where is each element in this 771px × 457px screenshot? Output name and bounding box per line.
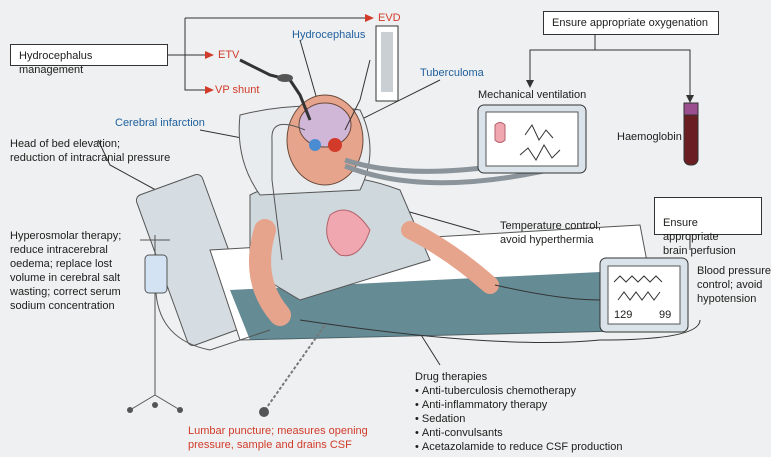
drug-item: Acetazolamide to reduce CSF production	[415, 440, 623, 454]
head-of-bed-label: Head of bed elevation; reduction of intr…	[10, 138, 171, 164]
tuberculoma-label: Tuberculoma	[420, 67, 484, 79]
drug-therapies-block: Drug therapies Anti-tuberculosis chemoth…	[415, 370, 622, 454]
drug-item: Anti-inflammatory therapy	[415, 398, 622, 412]
monitor-right-value: 99	[659, 309, 672, 321]
blood-pressure-label: Blood pressure control; avoid hypotensio…	[697, 265, 771, 305]
hydrocephalus-management-box: Hydrocephalus management	[10, 44, 168, 76]
cerebral-infarction-label: Cerebral infarction	[115, 117, 205, 129]
hydrocephalus-management-text: Hydrocephalus management	[19, 50, 93, 76]
haemoglobin-label: Haemoglobin	[617, 131, 682, 143]
mechanical-ventilation-label: Mechanical ventilation	[478, 89, 587, 101]
lumbar-puncture-label: Lumbar puncture; measures opening pressu…	[188, 425, 368, 451]
drug-therapies-list: Anti-tuberculosis chemotherapy Anti-infl…	[415, 384, 623, 454]
drug-item: Sedation	[415, 412, 622, 426]
hyperosmolar-label: Hyperosmolar therapy; reduce intracerebr…	[10, 230, 122, 312]
monitor-left-value: 129	[614, 309, 633, 321]
brain-perfusion-box: Ensure appropriate brain perfusion	[654, 197, 762, 257]
temperature-control-label: Temperature control; avoid hyperthermia	[500, 220, 601, 246]
drug-item: Anti-tuberculosis chemotherapy	[415, 384, 622, 398]
etv-label: ETV	[218, 49, 240, 61]
vp-shunt-label: VP shunt	[215, 84, 260, 96]
drug-item: Anti-convulsants	[415, 426, 622, 440]
brain-perfusion-text: Ensure appropriate brain perfusion	[663, 217, 736, 257]
oxygenation-box: Ensure appropriate oxygenation	[543, 11, 719, 35]
drug-therapies-title: Drug therapies	[415, 371, 488, 383]
oxygenation-text: Ensure appropriate oxygenation	[552, 17, 708, 29]
hydrocephalus-label: Hydrocephalus	[292, 29, 366, 41]
evd-label: EVD	[378, 12, 401, 24]
